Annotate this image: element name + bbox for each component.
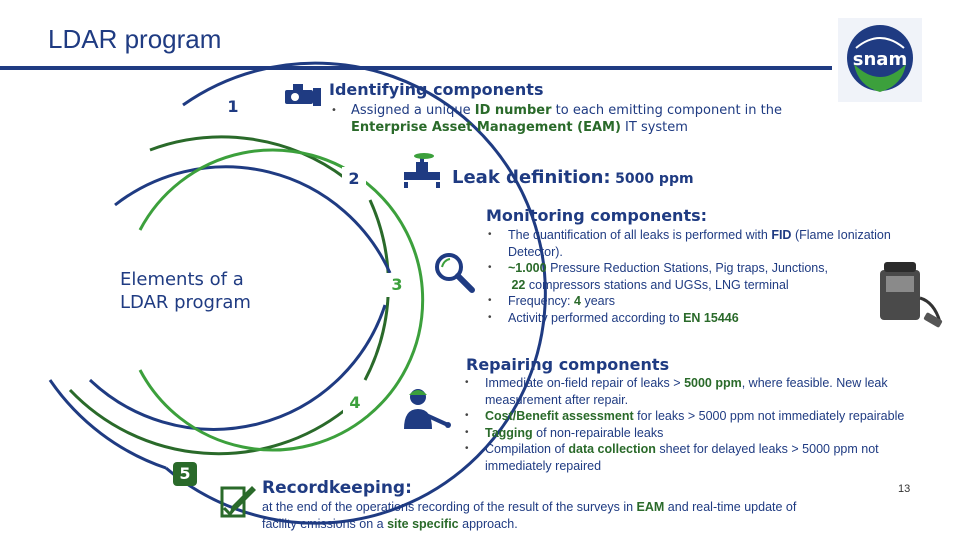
monitoring-b2-post: Pressure Reduction Stations, Pig traps, … — [546, 261, 828, 275]
monitoring-item-2: ~1.000 Pressure Reduction Stations, Pig … — [486, 260, 946, 293]
center-title: Elements of a LDAR program — [120, 268, 320, 314]
title-underline — [0, 66, 832, 70]
snam-logo: snam — [838, 18, 922, 102]
monitoring-b1-pre: The quantification of all leaks is perfo… — [508, 228, 772, 242]
valve-icon — [404, 153, 440, 188]
monitoring-item-3: Frequency: 4 years — [486, 293, 946, 310]
identifying-b1-hl1: ID number — [474, 103, 552, 118]
repairing-b4-post: sheet for delayed leaks > 5000 ppm not — [655, 442, 879, 456]
leak-value: 5000 ppm — [615, 171, 694, 187]
magnifier-icon — [435, 253, 475, 293]
step-4-badge: 4 — [343, 391, 367, 415]
monitoring-b3-post: years — [580, 294, 616, 308]
page-title: LDAR program — [48, 24, 222, 54]
monitoring-item-1: The quantification of all leaks is perfo… — [486, 227, 946, 260]
identifying-heading: Identifying components — [329, 80, 544, 99]
monitoring-list: The quantification of all leaks is perfo… — [486, 227, 946, 326]
leak-definition: Leak definition: 5000 ppm — [452, 167, 694, 188]
monitoring-b3-pre: Frequency: — [508, 294, 575, 308]
recordkeeping-l2-post: approach. — [458, 516, 518, 531]
camera-icon — [285, 84, 321, 106]
monitoring-heading: Monitoring components: — [486, 206, 708, 225]
identifying-b1-mid: to each emitting component in the — [551, 103, 782, 118]
repairing-item-2: Cost/Benefit assessment for leaks > 5000… — [463, 408, 953, 425]
repairing-item-3: Tagging of non-repairable leaks — [463, 425, 953, 442]
repairing-b4-pre: Compilation of — [485, 442, 569, 456]
recordkeeping-l2-pre: facility emissions on a — [262, 516, 388, 531]
fid-detector-image — [880, 262, 943, 328]
monitoring-b2-hl: ~1.000 — [508, 261, 547, 275]
step-3-badge: 3 — [385, 273, 409, 297]
center-title-line2: LDAR program — [120, 292, 251, 313]
monitoring-b4-hl: EN 15446 — [683, 310, 739, 325]
identifying-b1-pre: Assigned a unique — [351, 103, 475, 118]
center-title-line1: Elements of a — [120, 269, 244, 290]
identifying-text: • Assigned a unique ID number to each em… — [329, 102, 809, 136]
repairing-b4-line2: immediately repaired — [485, 458, 602, 473]
step-2-badge: 2 — [342, 167, 366, 191]
recordkeeping-text: at the end of the operations recording o… — [262, 499, 882, 532]
monitoring-b1-line2: Detector). — [508, 244, 563, 259]
monitoring-item-4: Activity performed according to EN 15446 — [486, 310, 946, 327]
step-1-badge: 1 — [221, 95, 245, 119]
repairing-item-1: Immediate on-field repair of leaks > 500… — [463, 375, 953, 408]
monitoring-b3-hl: 4 — [574, 294, 581, 308]
logo-text: snam — [853, 49, 907, 70]
identifying-b1-hl2: Enterprise Asset Management (EAM) — [351, 120, 621, 135]
repairing-b2-post: for leaks > 5000 ppm not immediately rep… — [633, 409, 905, 423]
repairing-heading: Repairing components — [466, 355, 670, 374]
repairing-b1-pre: Immediate on-field repair of leaks > — [485, 376, 685, 390]
repairing-b3-post: of non-repairable leaks — [532, 425, 664, 440]
repairing-b3-hl: Tagging — [485, 425, 533, 440]
recordkeeping-l1-pre: at the end of the operations recording o… — [262, 500, 637, 514]
repairing-item-4: Compilation of data collection sheet for… — [463, 441, 953, 474]
monitoring-b2-hl2: 22 — [511, 277, 526, 292]
monitoring-b1-post: (Flame Ionization — [791, 228, 891, 242]
step-5-badge: 5 — [173, 462, 197, 486]
leak-heading: Leak definition: — [452, 167, 611, 188]
repairing-b1-post: , where feasible. New leak — [741, 376, 888, 390]
monitoring-b1-hl: FID — [771, 228, 792, 242]
recordkeeping-heading: Recordkeeping: — [262, 478, 412, 498]
monitoring-b4-pre: Activity performed according to — [508, 310, 684, 325]
bullet: • — [331, 105, 337, 116]
monitoring-b2-line2: compressors stations and UGSs, LNG termi… — [525, 277, 789, 292]
document-edit-icon — [220, 486, 256, 518]
repairing-b2-hl: Cost/Benefit assessment — [485, 409, 634, 423]
repairing-b1-line2: measurement after repair. — [485, 392, 629, 407]
repairing-list: Immediate on-field repair of leaks > 500… — [463, 375, 953, 474]
worker-wrench-icon — [404, 389, 451, 429]
repairing-b4-hl: data collection — [568, 442, 656, 456]
recordkeeping-l1-hl: EAM — [636, 500, 665, 514]
recordkeeping-l1-post: and real-time update of — [664, 500, 797, 514]
page-number: 13 — [898, 483, 911, 495]
repairing-b1-hl: 5000 ppm — [684, 376, 742, 390]
recordkeeping-l2-hl: site specific — [387, 516, 459, 531]
identifying-b1-post: IT system — [620, 120, 688, 135]
